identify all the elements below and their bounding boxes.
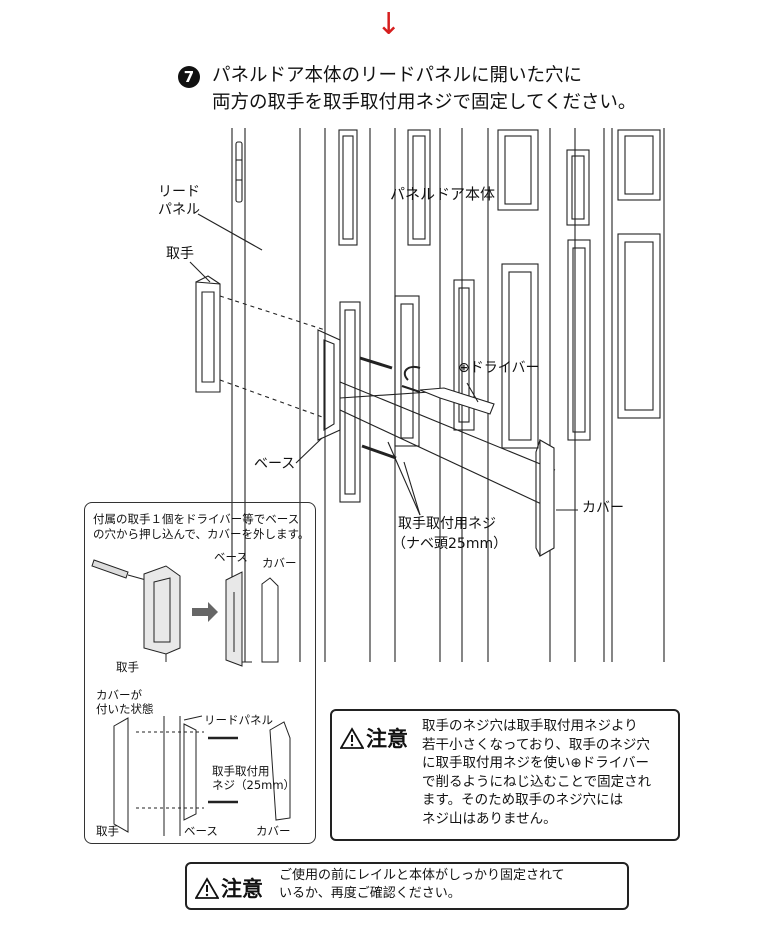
warning-triangle-icon [195, 877, 219, 899]
caution-1-line: 若干小さくなっており、取手のネジ穴 [422, 736, 650, 753]
warning-triangle-icon [340, 727, 364, 749]
inset-instruction-1: 付属の取手１個をドライバー等でベース [93, 512, 300, 526]
inset-label-screw-2: ネジ（25mm） [212, 778, 296, 792]
caution-1-line: に取手取付用ネジを使い⊕ドライバー [422, 755, 650, 772]
step-text-line2: 両方の取手を取手取付用ネジで固定してください。 [212, 92, 637, 113]
inset-label-base: ベース [214, 550, 248, 564]
label-handle: 取手 [166, 246, 194, 262]
inset-label-handle: 取手 [116, 660, 139, 674]
inset-label-attached-1: カバーが [96, 688, 142, 702]
step-number-badge: 7 [178, 66, 200, 88]
label-screw-1: 取手取付用ネジ [398, 516, 496, 532]
caution-1-body: 取手のネジ穴は取手取付用ネジより 若干小さくなっており、取手のネジ穴 に取手取付… [422, 717, 676, 829]
label-base: ベース [254, 456, 296, 472]
caution-1-title: 注意 [366, 727, 408, 751]
inset-label-cover-2: カバー [256, 824, 291, 838]
inset-box [84, 502, 316, 844]
caution-2-heading: 注意 [195, 873, 263, 903]
inset-instruction-2: の穴から押し込んで、カバーを外します。 [93, 527, 310, 541]
inset-label-cover: カバー [262, 556, 297, 570]
label-driver: ⊕ドライバー [458, 360, 540, 376]
step-text-line1: パネルドア本体のリードパネルに開いた穴に [212, 65, 583, 86]
caution-2-title: 注意 [221, 877, 263, 901]
caution-1-line: で削るようにねじ込むことで固定され [422, 773, 652, 790]
inset-label-handle-2: 取手 [96, 824, 119, 838]
label-lead-panel-2: パネル [158, 202, 200, 218]
inset-label-attached-2: 付いた状態 [96, 702, 154, 716]
inset-label-base-2: ベース [184, 824, 218, 838]
caution-box-1: 注意 取手のネジ穴は取手取付用ネジより 若干小さくなっており、取手のネジ穴 に取… [330, 709, 680, 841]
caution-1-heading: 注意 [340, 723, 408, 753]
caution-2-line1: ご使用の前にレイルと本体がしっかり固定されて [279, 868, 565, 883]
caution-box-2: 注意 ご使用の前にレイルと本体がしっかり固定されて いるか、再度ご確認ください。 [185, 862, 629, 910]
caution-2-line2: いるか、再度ご確認ください。 [279, 886, 461, 901]
label-screw-2: （ナベ頭25mm） [392, 536, 508, 552]
caution-1-line: ネジ山はありません。 [422, 810, 557, 827]
inset-diagram [91, 559, 291, 836]
label-panel-door-body: パネルドア本体 [390, 185, 496, 203]
inset-label-screw-1: 取手取付用 [212, 764, 270, 778]
caution-1-line: ます。そのため取手のネジ穴には [422, 792, 624, 809]
down-arrow-icon: ↓ [376, 7, 402, 42]
caution-1-line: 取手のネジ穴は取手取付用ネジより [422, 718, 638, 734]
label-cover: カバー [582, 500, 624, 516]
inset-label-lead-panel: リードパネル [204, 713, 273, 727]
caution-2-body: ご使用の前にレイルと本体がしっかり固定されて いるか、再度ご確認ください。 [279, 867, 565, 903]
label-lead-panel-1: リード [158, 184, 200, 200]
